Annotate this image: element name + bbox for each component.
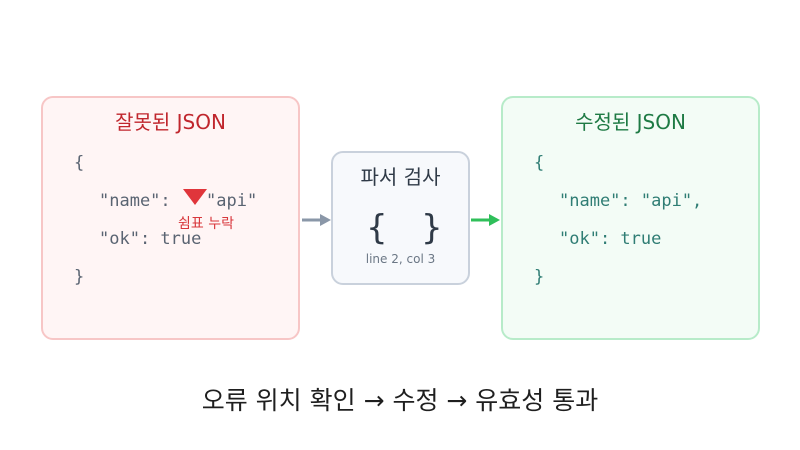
- error-marker-icon: [183, 189, 207, 205]
- parser-position-label: line 2, col 3: [365, 252, 436, 266]
- arrow-to-fixed-icon: [471, 214, 500, 226]
- fixed-json-panel: [501, 96, 760, 340]
- process-caption: 오류 위치 확인 → 수정 → 유효성 통과: [201, 386, 599, 415]
- invalid-json-open-brace: {: [74, 153, 85, 173]
- arrow-to-parser-icon: [302, 214, 331, 226]
- fixed-json-open-brace: {: [534, 153, 545, 173]
- parser-panel: [331, 151, 470, 285]
- invalid-json-panel: [41, 96, 300, 340]
- fixed-json-close-brace: }: [534, 267, 545, 287]
- invalid-json-name-value: "api": [206, 191, 258, 211]
- fixed-json-ok-line: "ok": true: [559, 229, 662, 249]
- invalid-json-name-key: "name":: [99, 191, 171, 211]
- error-label: 쉼표 누락: [178, 216, 234, 232]
- parser-title: 파서 검사: [360, 165, 441, 189]
- invalid-json-close-brace: }: [74, 267, 85, 287]
- parser-open-brace: {: [366, 208, 388, 248]
- invalid-json-title: 잘못된 JSON: [115, 110, 226, 134]
- parser-close-brace: }: [421, 208, 443, 248]
- fixed-json-title: 수정된 JSON: [575, 110, 686, 134]
- invalid-json-ok-line: "ok": true: [99, 229, 202, 249]
- fixed-json-name-line: "name": "api",: [559, 191, 703, 211]
